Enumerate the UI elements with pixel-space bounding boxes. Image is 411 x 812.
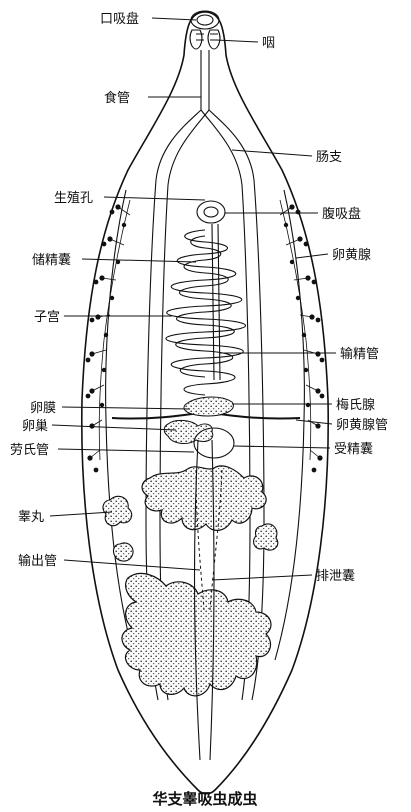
uterus-shape bbox=[165, 229, 246, 396]
ventral-sucker-shape bbox=[196, 200, 226, 224]
label-vas-deferens: 输精管 bbox=[340, 346, 379, 362]
label-excretory-bladder: 排泄囊 bbox=[316, 568, 355, 584]
label-genital-pore: 生殖孔 bbox=[54, 190, 93, 206]
label-pharynx: 咽 bbox=[262, 36, 275, 51]
testis-lobes bbox=[102, 495, 279, 562]
label-ventral-sucker: 腹吸盘 bbox=[322, 206, 361, 222]
figure-title: 华支睾吸虫成虫 bbox=[152, 790, 257, 808]
label-esophagus: 食管 bbox=[104, 90, 130, 106]
pharynx-shape bbox=[189, 29, 221, 50]
label-uterus: 子宫 bbox=[34, 310, 60, 325]
label-efferent-duct: 输出管 bbox=[18, 553, 57, 569]
label-intestinal-branch: 肠支 bbox=[316, 150, 342, 165]
label-mehlis-gland: 梅氏腺 bbox=[336, 398, 375, 413]
mehlis-gland-shape bbox=[183, 396, 234, 417]
label-seminal-vesicle: 储精囊 bbox=[32, 252, 71, 268]
testis-anterior bbox=[141, 465, 267, 531]
body-outline bbox=[80, 11, 330, 795]
inner-line-right bbox=[274, 189, 305, 661]
label-seminal-receptacle: 受精囊 bbox=[334, 441, 373, 457]
label-oral-sucker: 口吸盘 bbox=[100, 11, 139, 27]
seminal-receptacle-shape bbox=[193, 427, 235, 459]
vitelline-gland-right bbox=[279, 199, 325, 473]
esophagus-shape bbox=[200, 50, 210, 110]
leader-lines bbox=[49, 17, 336, 581]
label-vitelline-gland: 卵黄腺 bbox=[332, 248, 371, 263]
vas-deferens-shape bbox=[211, 223, 221, 381]
label-ovary: 卵巢 bbox=[22, 419, 48, 434]
label-ootype: 卵膜 bbox=[30, 401, 56, 416]
label-vitelline-duct: 卵黄腺管 bbox=[336, 418, 388, 433]
ovary-shape bbox=[163, 419, 214, 444]
testis-posterior bbox=[121, 572, 272, 697]
label-laurer-canal: 劳氏管 bbox=[10, 442, 49, 458]
label-testis: 睾丸 bbox=[18, 509, 44, 525]
vitelline-gland-left bbox=[85, 199, 131, 473]
excretory-bladder-shape bbox=[193, 439, 215, 761]
